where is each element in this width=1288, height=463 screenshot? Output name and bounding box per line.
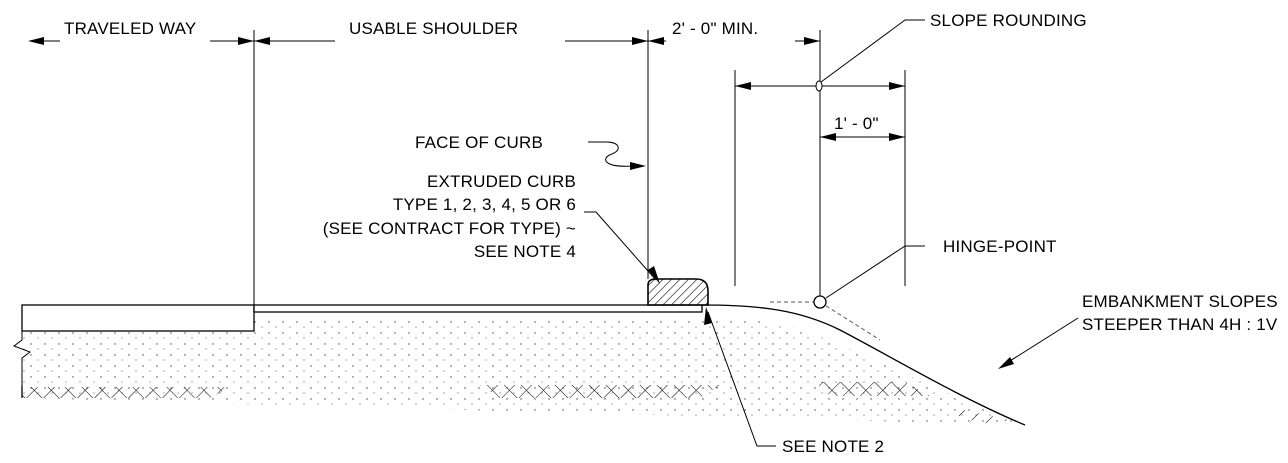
slope-rounding-label: SLOPE ROUNDING <box>930 11 1087 30</box>
usable-shoulder-label: USABLE SHOULDER <box>349 19 518 38</box>
extruded-curb-line-4: SEE NOTE 4 <box>474 242 576 261</box>
hinge-point-marker <box>770 245 925 341</box>
extruded-curb-label: EXTRUDED CURB TYPE 1, 2, 3, 4, 5 OR 6 (S… <box>323 172 576 261</box>
traveled-way-label: TRAVELED WAY <box>64 19 196 38</box>
extruded-curb-line-3: (SEE CONTRACT FOR TYPE) ~ <box>323 219 576 238</box>
extruded-curb-leader <box>584 211 660 284</box>
slope-rounding-dimension <box>735 19 925 92</box>
hinge-point-label: HINGE-POINT <box>943 237 1057 256</box>
earth-hatch <box>22 382 1010 424</box>
face-of-curb-leader <box>588 141 646 170</box>
extruded-curb <box>647 278 709 306</box>
break-line <box>12 318 32 386</box>
embankment-leader <box>998 317 1079 369</box>
rounding-width-dimension <box>820 133 905 141</box>
min-offset-label: 2' - 0" MIN. <box>672 19 758 38</box>
pavement <box>21 304 703 332</box>
see-note-2-label: SEE NOTE 2 <box>782 437 884 456</box>
rounding-width-label: 1' - 0" <box>834 114 879 133</box>
see-note-2-leader <box>704 307 776 447</box>
extension-lines <box>253 30 906 305</box>
embankment-line-1: EMBANKMENT SLOPES <box>1082 292 1278 311</box>
extruded-curb-line-1: EXTRUDED CURB <box>427 172 576 191</box>
top-dimension <box>28 37 820 45</box>
extruded-curb-line-2: TYPE 1, 2, 3, 4, 5 OR 6 <box>393 195 576 214</box>
face-of-curb-label: FACE OF CURB <box>415 133 543 152</box>
embankment-line-2: STEEPER THAN 4H : 1V <box>1082 315 1278 334</box>
